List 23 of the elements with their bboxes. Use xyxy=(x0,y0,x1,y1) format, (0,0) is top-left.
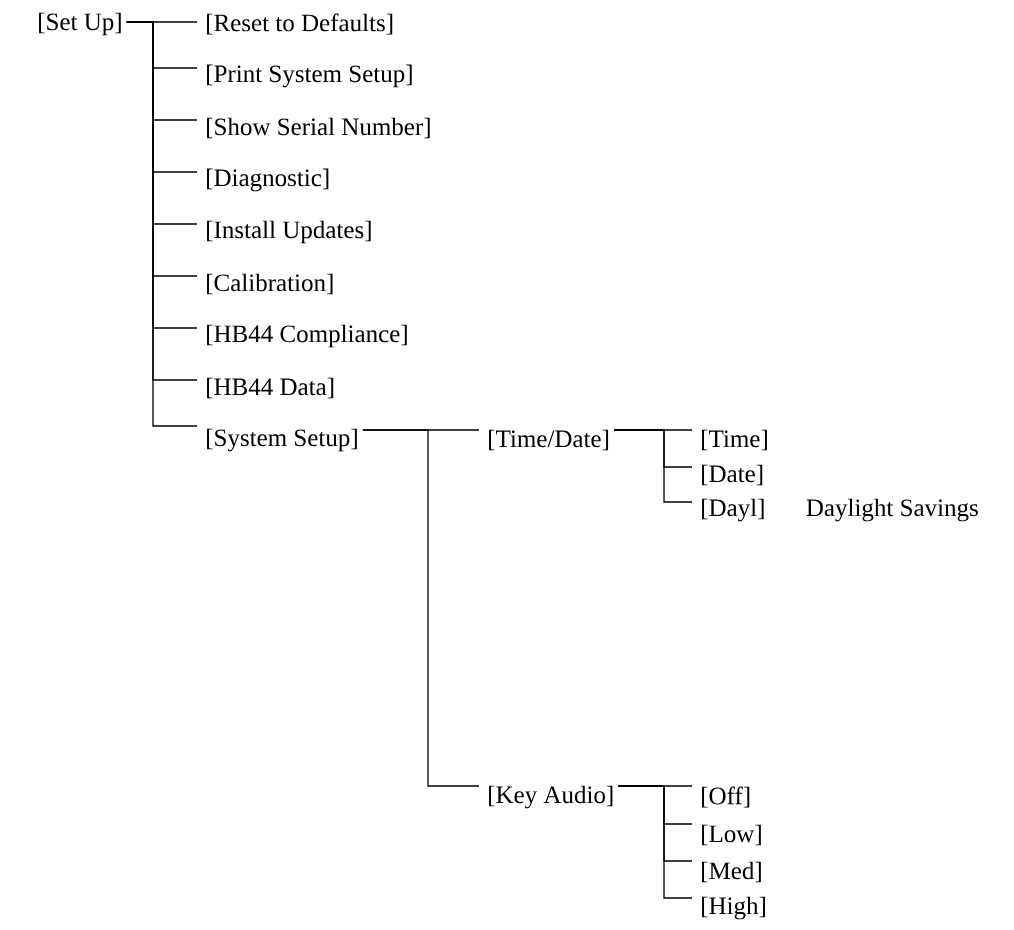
menu-item: [Dayl] xyxy=(702,498,764,522)
menu-item: [Time] xyxy=(702,429,767,451)
menu-item: [Key Audio] xyxy=(489,785,613,809)
menu-item: [Low] xyxy=(702,824,761,846)
menu-item: [Date] xyxy=(702,464,763,486)
menu-item: [Off] xyxy=(702,786,750,808)
tree-connector xyxy=(617,785,693,899)
menu-item: [Time/Date] xyxy=(489,429,609,451)
menu-item: [Install Updates] xyxy=(207,220,371,244)
menu-item: [HB44 Compliance] xyxy=(207,324,407,348)
menu-item: [HB44 Data] xyxy=(207,377,334,399)
menu-item: [Set Up] xyxy=(39,12,121,36)
note-text: Daylight Savings xyxy=(806,498,978,522)
menu-item: [Print System Setup] xyxy=(207,64,412,88)
menu-item: [Calibration] xyxy=(207,273,333,295)
tree-connector xyxy=(362,429,480,787)
menu-item: [Reset to Defaults] xyxy=(207,13,393,35)
menu-item: [System Setup] xyxy=(207,428,357,452)
tree-connector xyxy=(613,429,693,503)
menu-item: [Show Serial Number] xyxy=(207,117,430,139)
menu-item: [High] xyxy=(702,896,765,920)
menu-item: [Diagnostic] xyxy=(207,168,329,192)
menu-item: [Med] xyxy=(702,861,761,883)
